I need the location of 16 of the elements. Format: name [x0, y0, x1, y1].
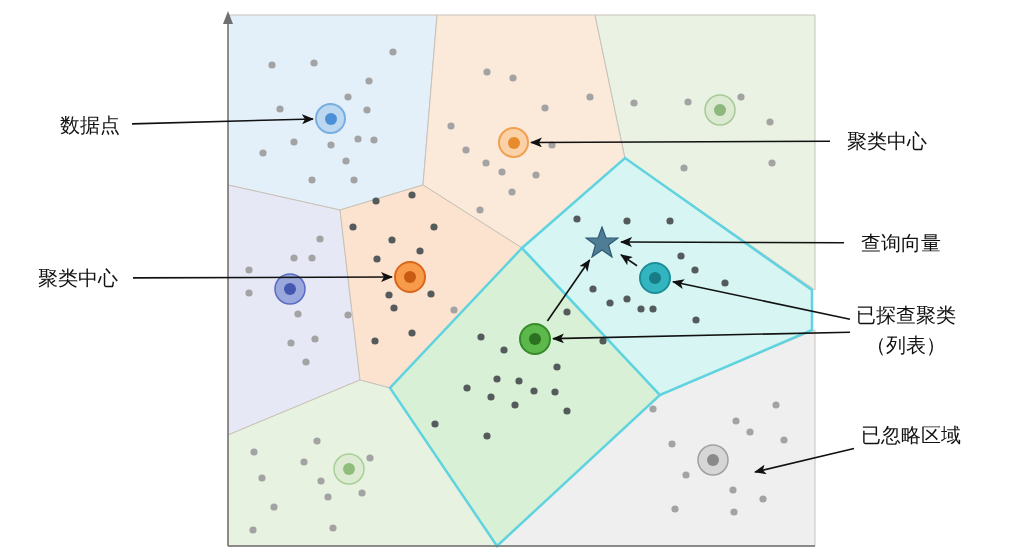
arrow [672, 279, 851, 320]
callout-label: 聚类中心 [25, 263, 131, 293]
callout-label: 查询向量 [846, 228, 956, 258]
callout-label: 数据点 [50, 110, 130, 140]
arrow [620, 237, 845, 248]
arrow [552, 331, 851, 344]
query-star-icon [585, 226, 619, 258]
arrow [546, 259, 591, 322]
arrow [132, 272, 393, 283]
arrow [530, 137, 831, 148]
callout-label: 已探查聚类（列表） [852, 300, 960, 360]
arrow [754, 447, 855, 475]
arrow [620, 254, 638, 267]
callout-label: 已忽略区域 [856, 420, 966, 450]
callout-label: 聚类中心 [832, 126, 942, 156]
arrow [131, 114, 314, 125]
